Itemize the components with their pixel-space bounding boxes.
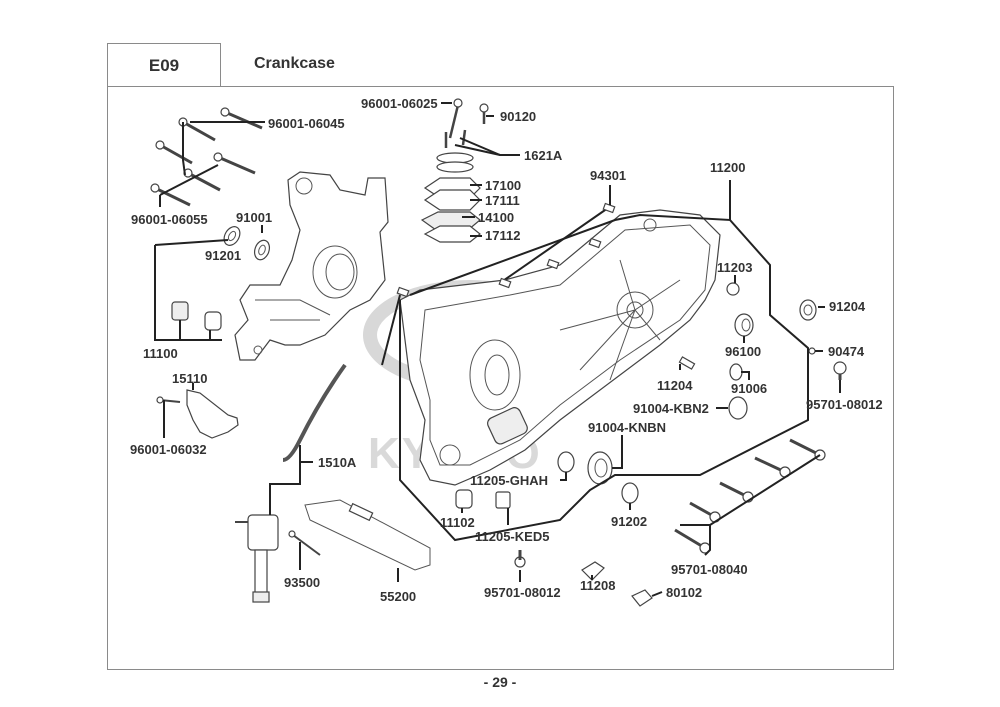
part-label: 91201 xyxy=(205,248,241,263)
part-label: 96100 xyxy=(725,344,761,359)
part-label: 90120 xyxy=(500,109,536,124)
diagram-frame xyxy=(107,86,894,670)
bracket-15110 xyxy=(156,389,239,439)
dowel-pins-94301 xyxy=(381,202,616,366)
part-label: 91204 xyxy=(829,299,866,314)
part-label: 14100 xyxy=(478,210,514,225)
part-label: 91001 xyxy=(236,210,272,225)
page-title: Crankcase xyxy=(254,55,335,72)
part-label: 96001-06032 xyxy=(130,442,207,457)
oil-pump xyxy=(235,514,279,603)
part-label: 55200 xyxy=(380,589,416,604)
part-label: 95701-08012 xyxy=(806,397,883,412)
part-label: 17111 xyxy=(485,193,520,208)
part-label: 17112 xyxy=(485,228,520,243)
part-label: 90474 xyxy=(828,344,865,359)
part-label: 94301 xyxy=(590,168,626,183)
reed-valve-assembly xyxy=(420,98,489,243)
hose-1510A xyxy=(282,363,347,462)
part-label: 11200 xyxy=(710,160,745,175)
part-label: 91004-KBN2 xyxy=(633,401,709,416)
seals-left xyxy=(171,226,271,331)
part-label: 11204 xyxy=(657,378,693,393)
right-crankcase-half xyxy=(399,209,721,486)
part-label: 11205-GHAH xyxy=(470,473,548,488)
part-label: 11102 xyxy=(440,515,475,530)
page-number: - 29 - xyxy=(483,674,517,690)
part-label: 96001-06045 xyxy=(268,116,345,131)
part-label: 91004-KNBN xyxy=(588,420,666,435)
part-label: 80102 xyxy=(666,585,702,600)
part-label: 91006 xyxy=(731,381,767,396)
part-label: 17100 xyxy=(485,178,521,193)
part-label: 11205-KED5 xyxy=(475,529,549,544)
part-label: 95701-08040 xyxy=(671,562,748,577)
part-label: 15110 xyxy=(172,371,207,386)
part-label: 96001-06025 xyxy=(361,96,438,111)
section-code: E09 xyxy=(148,56,180,75)
part-label: 91202 xyxy=(611,514,647,529)
part-label: 1621A xyxy=(524,148,563,163)
part-label: 93500 xyxy=(284,575,320,590)
part-labels: 96001-06025 90120 1621A 17100 17111 1410… xyxy=(130,96,883,604)
left-crankcase-half xyxy=(234,171,389,361)
part-label: 11100 xyxy=(143,346,178,361)
section-code-cell: E09 xyxy=(107,43,221,87)
part-label: 11203 xyxy=(717,260,752,275)
part-label: 96001-06055 xyxy=(131,212,208,227)
part-label: 11208 xyxy=(580,578,615,593)
bolts-96001-06045 xyxy=(150,107,263,207)
leader-lines xyxy=(154,102,841,597)
bolts-95701-08040 xyxy=(674,438,826,554)
part-label: 1510A xyxy=(318,455,357,470)
oil-pipe-55200 xyxy=(288,499,431,571)
part-label: 95701-08012 xyxy=(484,585,561,600)
